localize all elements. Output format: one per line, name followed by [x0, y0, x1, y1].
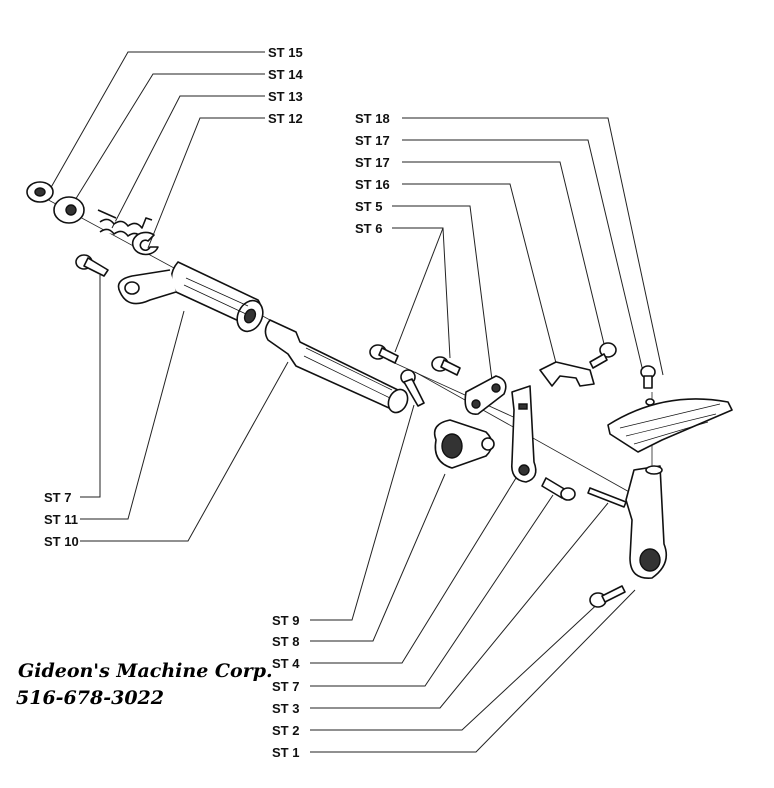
part-st14-washer [53, 196, 85, 224]
part-st8-clamp [433, 419, 495, 469]
part-st17-screw [589, 342, 617, 369]
callout-st1: ST 1 [272, 745, 299, 760]
callout-st13: ST 13 [268, 89, 303, 104]
callout-st15: ST 15 [268, 45, 303, 60]
part-st16-bracket [539, 361, 595, 387]
part-st7-screw-left [75, 254, 109, 277]
part-st12-circlip [131, 231, 159, 256]
part-st15-nut [26, 181, 54, 203]
callout-labels: ST 15 ST 14 ST 13 ST 12 ST 18 ST 17 ST 1… [44, 45, 390, 760]
assembly-axis-lines [29, 189, 653, 499]
company-stamp: Gideon's Machine Corp. 516-678-3022 [16, 660, 273, 709]
callout-st9: ST 9 [272, 613, 299, 628]
part-st6-screw [369, 344, 399, 364]
part-st17-screw-top [640, 365, 656, 389]
callout-st11: ST 11 [44, 512, 78, 527]
part-st9-bolt [400, 369, 425, 407]
callout-st2: ST 2 [272, 723, 299, 738]
callout-st5: ST 5 [355, 199, 382, 214]
part-st18-sector-plate [607, 398, 733, 453]
part-st5-link [464, 375, 507, 415]
callout-st18: ST 18 [355, 111, 390, 126]
part-st10-shaft [264, 319, 409, 414]
callout-st6: ST 6 [355, 221, 382, 236]
callout-st8: ST 8 [272, 634, 299, 649]
company-phone: 516-678-3022 [16, 687, 164, 709]
callout-st12: ST 12 [268, 111, 303, 126]
callout-st7-right: ST 7 [272, 679, 299, 694]
callout-st14: ST 14 [268, 67, 303, 82]
part-st11-lever-sleeve [117, 261, 264, 333]
part-st2-lever [625, 465, 668, 579]
callout-st17-b: ST 17 [355, 155, 390, 170]
callout-st7-left: ST 7 [44, 490, 71, 505]
part-st7-screw-right [541, 477, 576, 501]
part-st6-screw-b [431, 356, 461, 376]
callout-st3: ST 3 [272, 701, 299, 716]
callout-st4: ST 4 [272, 656, 300, 671]
part-st1-screw [589, 585, 626, 608]
part-st3-pin [587, 487, 627, 508]
part-st13-spring [97, 209, 153, 239]
part-st4-arm [510, 385, 537, 483]
company-name: Gideon's Machine Corp. [18, 660, 273, 682]
callout-st17-a: ST 17 [355, 133, 390, 148]
callout-st10: ST 10 [44, 534, 79, 549]
leader-lines [44, 51, 664, 753]
callout-st16: ST 16 [355, 177, 390, 192]
